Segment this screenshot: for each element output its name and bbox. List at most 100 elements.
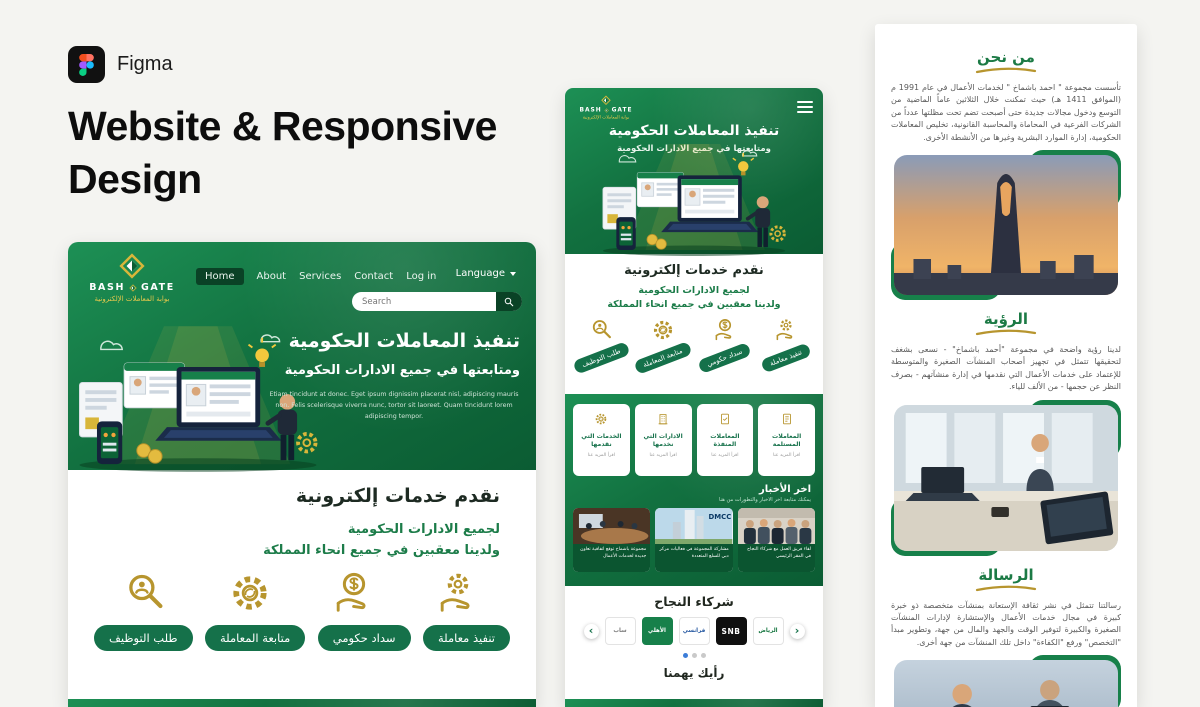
office-image [891,399,1121,556]
follow-gear-icon [228,571,272,615]
news-card-conference[interactable]: مجموعة باشماخ توقع اتفاقية تعاون جديدة ل… [573,508,651,572]
stat-card-link[interactable]: اقرأ المزيد عنا [772,452,801,458]
stat-card-executed[interactable]: المعاملات المنفذة اقرأ المزيد عنا [696,404,754,476]
partner-logo-ahli[interactable]: الأهلي [641,617,673,645]
carousel-dot[interactable] [691,653,697,658]
partners-section: شركاء النجاح ‹ ساب الأهلي فرانسي SNB الر… [565,586,823,699]
search-button[interactable] [496,292,522,311]
stat-card-departments[interactable]: الادارات التي نخدمها اقرأ المزيد عنا [634,404,692,476]
mission-text: رسالتنا تتمثل في نشر ثقافة الإستعانة بمن… [891,600,1121,647]
next-section-strip [565,699,823,707]
stat-card-title: الادارات التي نخدمها [643,433,683,449]
desktop-hero-section: BASH GATE بوابة المعاملات الإلكترونية Ho… [68,242,536,470]
services-line2: ولدينا معقبين في جميع انحاء المملكة [607,299,781,310]
services-title: نقدم خدمات إلكترونية [624,263,764,278]
partner-logo-sab[interactable]: ساب [604,617,636,645]
chevron-down-icon [510,271,516,276]
mobile-home-mockup: BASH GATE بوابة المعاملات الإلكترونية تن… [565,88,823,707]
job-request-button[interactable]: طلب التوظيف [572,341,631,375]
follow-transaction-button[interactable]: متابعة المعاملة [633,341,693,375]
mobile-services-section: نقدم خدمات إلكترونية لجميع الادارات الحك… [565,254,823,394]
news-subtitle: يمكنك متابعة اخر الاخبار والتطورات من هن… [718,497,811,503]
svg-text:DMCC: DMCC [709,513,732,521]
stat-card-services[interactable]: الخدمات التي نقدمها اقرأ المزيد عنا [573,404,630,476]
vision-title: الرؤية [983,309,1029,328]
logo-diamond-icon [597,95,614,106]
hero-title: تنفيذ المعاملات الحكومية [608,123,780,139]
about-text: تأسست مجموعة " احمد باشماخ " لخدمات الأع… [891,83,1122,142]
search-input[interactable] [352,296,496,307]
stat-card-link[interactable]: اقرأ المزيد عنا [587,452,616,458]
desktop-mockup: BASH GATE بوابة المعاملات الإلكترونية Ho… [68,242,536,707]
mobile-stats-section: الخدمات التي نقدمها اقرأ المزيد عنا الاد… [565,394,823,586]
page-title: Website & Responsive Design [68,103,498,203]
stat-card-title: المعاملات المستلمة [772,433,802,449]
logo-text-gate: GATE [141,282,175,293]
execute-transaction-button[interactable]: تنفيذ معاملة [760,342,812,374]
logo-diamond-icon [118,252,146,280]
figma-wordmark: Figma [117,53,173,75]
title-underline [975,329,1037,336]
news-caption: لقاء فريق العمل مع شركاء النجاح في المقر… [737,544,815,572]
partners-title: شركاء النجاح [654,594,734,609]
language-selector[interactable]: Language [456,268,516,279]
job-request-button[interactable]: طلب التوظيف [94,625,193,651]
figma-brand: Figma [68,46,173,83]
follow-gear-icon [651,318,675,342]
nav-item-about[interactable]: About [256,271,287,282]
carousel-dot-active[interactable] [682,653,688,658]
payment-hand-icon [713,318,737,342]
gov-payment-button[interactable]: سداد حكومي [317,625,411,651]
partner-logo-riyad[interactable]: الرياض [752,617,784,645]
nav-item-contact[interactable]: Contact [354,271,394,282]
stat-card-link[interactable]: اقرأ المزيد عنا [649,452,677,458]
job-search-icon [124,571,168,615]
bashgate-logo[interactable]: BASH GATE بوابة المعاملات الإلكترونية [82,252,182,303]
gov-payment-button[interactable]: سداد حكومي [697,341,753,375]
title-underline [975,585,1037,591]
mobile-about-mockup: من نحن تأسست مجموعة " احمد باشماخ " لخدم… [875,24,1137,707]
logo-text-gate: GATE [611,106,633,114]
search-bar [352,292,522,311]
payment-hand-icon [332,571,376,615]
logo-mini-diamond-icon [129,284,137,292]
bashgate-logo-mobile[interactable]: BASH GATE بوابة المعاملات الإلكترونية [575,95,637,120]
partner-logo-snb[interactable]: SNB [715,617,747,645]
meeting-image [894,655,1121,707]
execute-transaction-button[interactable]: تنفيذ معاملة [423,625,510,651]
carousel-dot[interactable] [700,653,706,658]
search-icon [503,296,515,308]
services-line2: ولدينا معقبين في جميع انحاء المملكة [263,543,500,558]
nav-item-home[interactable]: Home [196,268,244,285]
news-card-dmcc[interactable]: DMCC مشاركة المجموعة في فعاليات مركز دبي… [655,508,733,572]
news-caption: مجموعة باشماخ توقع اتفاقية تعاون جديدة ل… [573,544,651,572]
hamburger-menu-icon[interactable] [797,101,813,113]
logo-tagline: بوابة المعاملات الإلكترونية [582,114,630,120]
news-card-team[interactable]: لقاء فريق العمل مع شركاء النجاح في المقر… [737,508,815,572]
news-title: اخر الأخبار [758,484,811,495]
stat-card-title: الخدمات التي نقدمها [581,433,622,449]
hero-title: تنفيذ المعاملات الحكومية [288,330,520,352]
follow-transaction-button[interactable]: متابعة المعاملة [205,625,306,651]
stat-card-link[interactable]: اقرأ المزيد عنا [711,452,739,458]
feedback-title: رأيك يهمنا [663,666,725,680]
logo-text-bash: BASH [89,282,125,293]
nav-item-services[interactable]: Services [299,271,342,282]
hero-body: Etiam tincidunt at donec. Eget ipsum dig… [269,391,519,421]
nav-item-login[interactable]: Log in [406,271,437,282]
hero-subtitle: ومتابعتها في جميع الادارات الحكومية [284,363,520,378]
carousel-prev-button[interactable]: ‹ [583,623,599,639]
title-underline [975,67,1037,74]
job-search-icon [590,318,614,342]
laptop-illustration [583,144,805,256]
logo-text-bash: BASH [579,106,602,114]
partner-logo-fransi[interactable]: فرانسي [678,617,710,645]
execute-hand-icon [774,318,798,342]
about-title: من نحن [977,48,1035,66]
mission-title: الرسالة [978,565,1034,584]
services-line1: لجميع الادارات الحكومية [347,522,500,537]
stat-card-received[interactable]: المعاملات المستلمة اقرأ المزيد عنا [758,404,815,476]
carousel-next-button[interactable]: › [789,623,805,639]
next-section-strip [68,699,536,707]
carousel-dots [565,653,823,658]
